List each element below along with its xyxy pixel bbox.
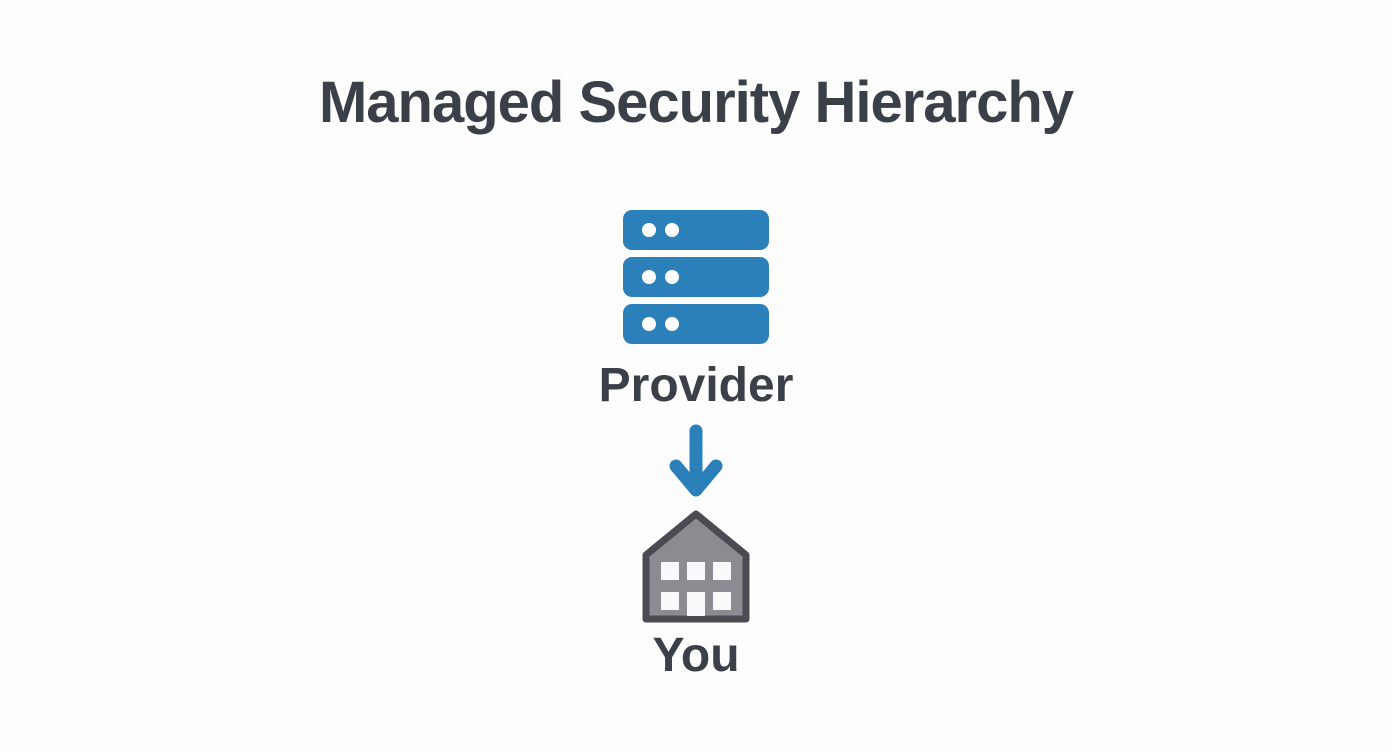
diagram-title: Managed Security Hierarchy bbox=[318, 70, 1074, 135]
provider-label: Provider bbox=[598, 359, 794, 412]
you-label: You bbox=[652, 629, 740, 682]
server-icon bbox=[623, 210, 769, 344]
house-icon bbox=[642, 510, 750, 623]
arrow-down-icon bbox=[669, 424, 723, 497]
